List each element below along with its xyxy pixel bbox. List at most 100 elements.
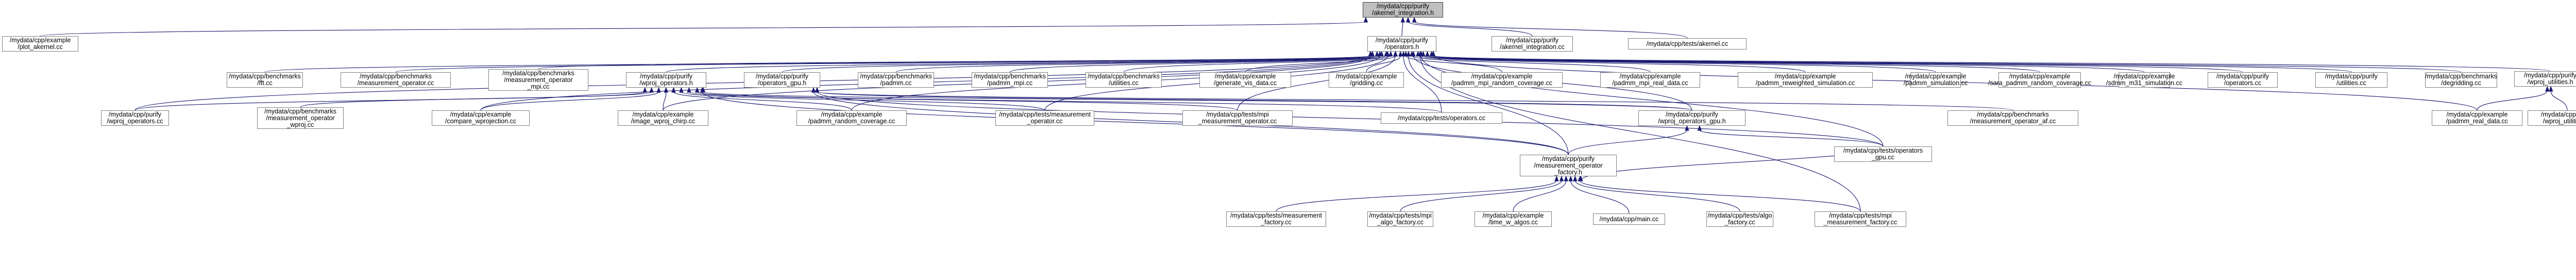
- graph-node-label-line: /operators.cc: [2224, 79, 2262, 87]
- dependency-arrowhead: [1388, 51, 1393, 57]
- graph-node-bench-padmm-mpi[interactable]: /mydata/cpp/benchmarks/padmm_mpi.cc: [972, 72, 1048, 88]
- dependency-arrowhead: [2549, 86, 2553, 92]
- graph-node-label-line: /plot_akernel.cc: [18, 43, 63, 51]
- graph-node-ex-gridding[interactable]: /mydata/cpp/example/gridding.cc: [1329, 72, 1404, 88]
- graph-node-label-line: /mydata/cpp/example: [1905, 73, 1967, 80]
- graph-node-label-line: /mydata/cpp/example: [632, 111, 694, 118]
- graph-node-label-line: /wproj_operators_gpu.h: [1658, 118, 1726, 125]
- dependency-edge: [895, 55, 1382, 73]
- graph-node-tests-measop-factory[interactable]: /mydata/cpp/tests/measurement_factory.cc: [1226, 211, 1326, 227]
- graph-node-purify-main[interactable]: /mydata/cpp/main.cc: [1593, 213, 1665, 225]
- graph-node-wproj-operators-gpu-h[interactable]: /mydata/cpp/purify/wproj_operators_gpu.h: [1638, 110, 1745, 126]
- graph-node-label-line: /mydata/cpp/example: [2446, 111, 2508, 118]
- graph-node-tests-algo-factory[interactable]: /mydata/cpp/tests/algo_factory.cc: [1706, 211, 1773, 227]
- graph-node-label-line: /mydata/cpp/tests/mpi: [1829, 212, 1892, 219]
- graph-node-ex-padmm-random-cov[interactable]: /mydata/cpp/example/padmm_random_coverag…: [796, 110, 907, 126]
- graph-node-ex-padmm-mpi-random[interactable]: /mydata/cpp/example/padmm_mpi_random_cov…: [1441, 72, 1563, 88]
- graph-node-label-line: /mydata/cpp/tests/algo: [1707, 212, 1772, 219]
- graph-node-label-line: _factory.cc: [1261, 219, 1292, 226]
- dependency-edge: [2477, 90, 2548, 111]
- dependency-edge: [134, 91, 646, 111]
- dependency-edge: [1417, 55, 1806, 73]
- dependency-edge: [681, 91, 1045, 111]
- dependency-edge: [1433, 55, 2462, 73]
- graph-node-label-line: /mydata/cpp/benchmarks: [860, 73, 932, 80]
- graph-node-ex-sdmm-m31[interactable]: /mydata/cpp/example/sdmm_m31_simulation.…: [2106, 72, 2182, 88]
- dependency-edge: [2550, 90, 2568, 111]
- graph-node-label-line: /operators_gpu.h: [757, 79, 807, 87]
- dependency-arrowhead: [815, 87, 820, 93]
- dependency-edge: [688, 91, 1238, 111]
- dependency-edge: [480, 91, 659, 111]
- graph-node-tests-measop[interactable]: /mydata/cpp/tests/measurement_operator.c…: [995, 110, 1094, 126]
- graph-node-wproj-utilities-cc[interactable]: /mydata/cpp/purify/wproj_utilities.cc: [2528, 110, 2576, 126]
- graph-node-label-line: /padmm_mpi_random_coverage.cc: [1451, 79, 1552, 87]
- graph-node-label-line: /time_w_algos.cc: [1488, 219, 1538, 226]
- dependency-arrowhead: [649, 87, 654, 93]
- graph-node-label-line: /mydata/cpp/example: [2113, 73, 2175, 80]
- graph-node-tests-akernel[interactable]: /mydata/cpp/tests/akernel.cc: [1628, 38, 1747, 50]
- graph-node-ex-compare-wproj[interactable]: /mydata/cpp/example/compare_wprojection.…: [432, 110, 530, 126]
- graph-node-label-line: /compare_wprojection.cc: [445, 118, 517, 125]
- dependency-edge: [1427, 55, 2040, 73]
- graph-node-label-line: _measurement_operator.cc: [1198, 118, 1277, 125]
- graph-node-bench-fft[interactable]: /mydata/cpp/benchmarks/fft.cc: [227, 72, 303, 88]
- graph-node-akernel-cc[interactable]: /mydata/cpp/purify/akernel_integration.c…: [1492, 36, 1573, 52]
- graph-node-bench-padmm[interactable]: /mydata/cpp/benchmarks/padmm.cc: [858, 72, 934, 88]
- graph-node-utilities-cc[interactable]: /mydata/cpp/purify/utilities.cc: [2315, 72, 2387, 88]
- dependency-arrowhead: [1564, 175, 1568, 182]
- graph-node-label-line: /wproj_operators.h: [639, 79, 693, 87]
- graph-node-bench-measop-af[interactable]: /mydata/cpp/benchmarks/measurement_opera…: [1947, 110, 2078, 126]
- dependency-arrowhead: [1385, 51, 1390, 57]
- graph-node-bench-utilities[interactable]: /mydata/cpp/benchmarks/utilities.cc: [1086, 72, 1162, 88]
- graph-node-wproj-utilities-h[interactable]: /mydata/cpp/purify/wproj_utilities.h: [2514, 71, 2576, 87]
- graph-node-label-line: /mydata/cpp/purify: [1375, 37, 1429, 44]
- dependency-arrowhead: [671, 87, 676, 93]
- graph-node-tests-mpi-algo[interactable]: /mydata/cpp/tests/mpi_algo_factory.cc: [1367, 211, 1433, 227]
- graph-node-bench-degridding[interactable]: /mydata/cpp/benchmarks/degridding.cc: [2425, 72, 2497, 88]
- dependency-edge: [1574, 180, 1740, 212]
- dependency-arrowhead: [694, 87, 700, 93]
- dependency-edge: [702, 91, 1569, 155]
- graph-node-plot-akernel[interactable]: /mydata/cpp/example/plot_akernel.cc: [2, 36, 78, 52]
- graph-node-ex-image-wproj-chirp[interactable]: /mydata/cpp/example/image_wproj_chirp.cc: [618, 110, 708, 126]
- graph-node-operators-cc[interactable]: /mydata/cpp/purify/operators.cc: [2208, 72, 2278, 88]
- graph-node-bench-measop[interactable]: /mydata/cpp/benchmarks/measurement_opera…: [341, 72, 451, 88]
- graph-node-ex-time-w-algos[interactable]: /mydata/cpp/example/time_w_algos.cc: [1475, 211, 1552, 227]
- dependency-arrowhead: [1405, 17, 1411, 23]
- graph-node-wproj-operators-cc[interactable]: /mydata/cpp/purify/wproj_operators.cc: [101, 110, 169, 126]
- dependency-edge: [673, 91, 852, 111]
- graph-node-bench-measop-wproj[interactable]: /mydata/cpp/benchmarks/measurement_opera…: [257, 107, 344, 129]
- graph-node-label-line: _algo_factory.cc: [1377, 219, 1424, 226]
- graph-node-tests-operators[interactable]: /mydata/cpp/tests/operators.cc: [1381, 112, 1502, 124]
- graph-node-label-line: /measurement_operator: [266, 114, 335, 122]
- graph-node-wproj-operators-h[interactable]: /mydata/cpp/purify/wproj_operators.h: [626, 72, 706, 88]
- dependency-edge: [817, 91, 2013, 111]
- graph-node-tests-operators-gpu[interactable]: /mydata/cpp/tests/operators_gpu.cc: [1834, 146, 1932, 162]
- graph-node-label-line: /mydata/cpp/benchmarks: [974, 73, 1046, 80]
- graph-node-measop-factory-h[interactable]: /mydata/cpp/purify/measurement_operator_…: [1520, 155, 1617, 176]
- graph-node-label-line: /sara_padmm_random_coverage.cc: [1988, 79, 2092, 87]
- dependency-edge: [817, 91, 1692, 111]
- graph-node-ex-padmm-mpi-real[interactable]: /mydata/cpp/example/padmm_mpi_real_data.…: [1600, 72, 1700, 88]
- graph-node-label-line: /measurement_operator: [1534, 161, 1603, 169]
- graph-node-operators-gpu-h[interactable]: /mydata/cpp/purify/operators_gpu.h: [744, 72, 820, 88]
- graph-node-ex-generate-vis[interactable]: /mydata/cpp/example/generate_vis_data.cc: [1199, 72, 1291, 88]
- graph-node-tests-mpi-measop-factory[interactable]: /mydata/cpp/tests/mpi_measurement_factor…: [1815, 211, 1906, 227]
- graph-node-ex-padmm-reweighted[interactable]: /mydata/cpp/example/padmm_reweighted_sim…: [1738, 72, 1873, 88]
- graph-node-label-line: /padmm_mpi_real_data.cc: [1612, 79, 1688, 87]
- graph-node-label-line: /mydata/cpp/benchmarks: [229, 73, 301, 80]
- graph-node-ex-sara-padmm[interactable]: /mydata/cpp/example/sara_padmm_random_co…: [1988, 72, 2091, 88]
- graph-node-label-line: /degridding.cc: [2441, 79, 2481, 87]
- graph-node-akernel-h: /mydata/cpp/purify/akernel_integration.h: [1363, 2, 1443, 18]
- graph-node-operators-h[interactable]: /mydata/cpp/purify/operators.h: [1367, 36, 1436, 52]
- graph-node-label-line: /mydata/cpp/purify: [1376, 3, 1430, 10]
- graph-node-label-line: /measurement_operator_af.cc: [1970, 118, 2056, 125]
- graph-node-ex-padmm-real[interactable]: /mydata/cpp/example/padmm_real_data.cc: [2432, 110, 2522, 126]
- graph-node-tests-mpi-measop[interactable]: /mydata/cpp/tests/mpi_measurement_operat…: [1182, 110, 1293, 126]
- graph-node-ex-padmm-sim[interactable]: /mydata/cpp/example/padmm_simulation.cc: [1904, 72, 1968, 88]
- graph-node-label-line: /mydata/cpp/example: [450, 111, 512, 118]
- graph-node-label-line: /mydata/cpp/tests/mpi: [1369, 212, 1432, 219]
- graph-node-bench-measop-mpi[interactable]: /mydata/cpp/benchmarks/measurement_opera…: [488, 69, 588, 91]
